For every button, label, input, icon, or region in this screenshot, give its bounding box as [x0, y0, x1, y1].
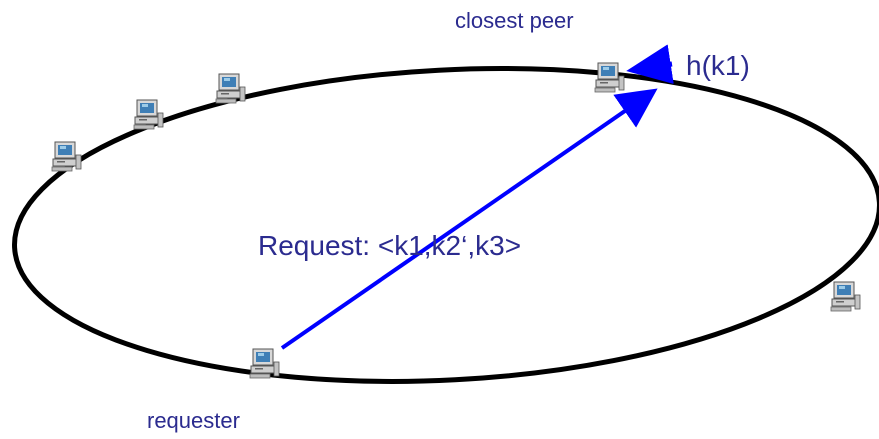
hash-pointer-arrow: [626, 44, 674, 84]
request-label: Request: <k1,k2‘,k3>: [258, 230, 522, 261]
hash-label: h(k1): [686, 50, 750, 81]
peer-right-icon: [830, 281, 861, 312]
peer-upper-left-icon: [133, 99, 164, 130]
requester-label: requester: [147, 408, 240, 433]
peer-closest-icon: [594, 62, 625, 93]
closest-peer-label: closest peer: [455, 8, 574, 33]
peer-requester-icon: [249, 348, 280, 379]
peer-top-left-icon: [215, 73, 246, 104]
ring: [12, 66, 879, 384]
request-arrow: [280, 88, 658, 350]
peer-left-icon: [51, 141, 82, 172]
